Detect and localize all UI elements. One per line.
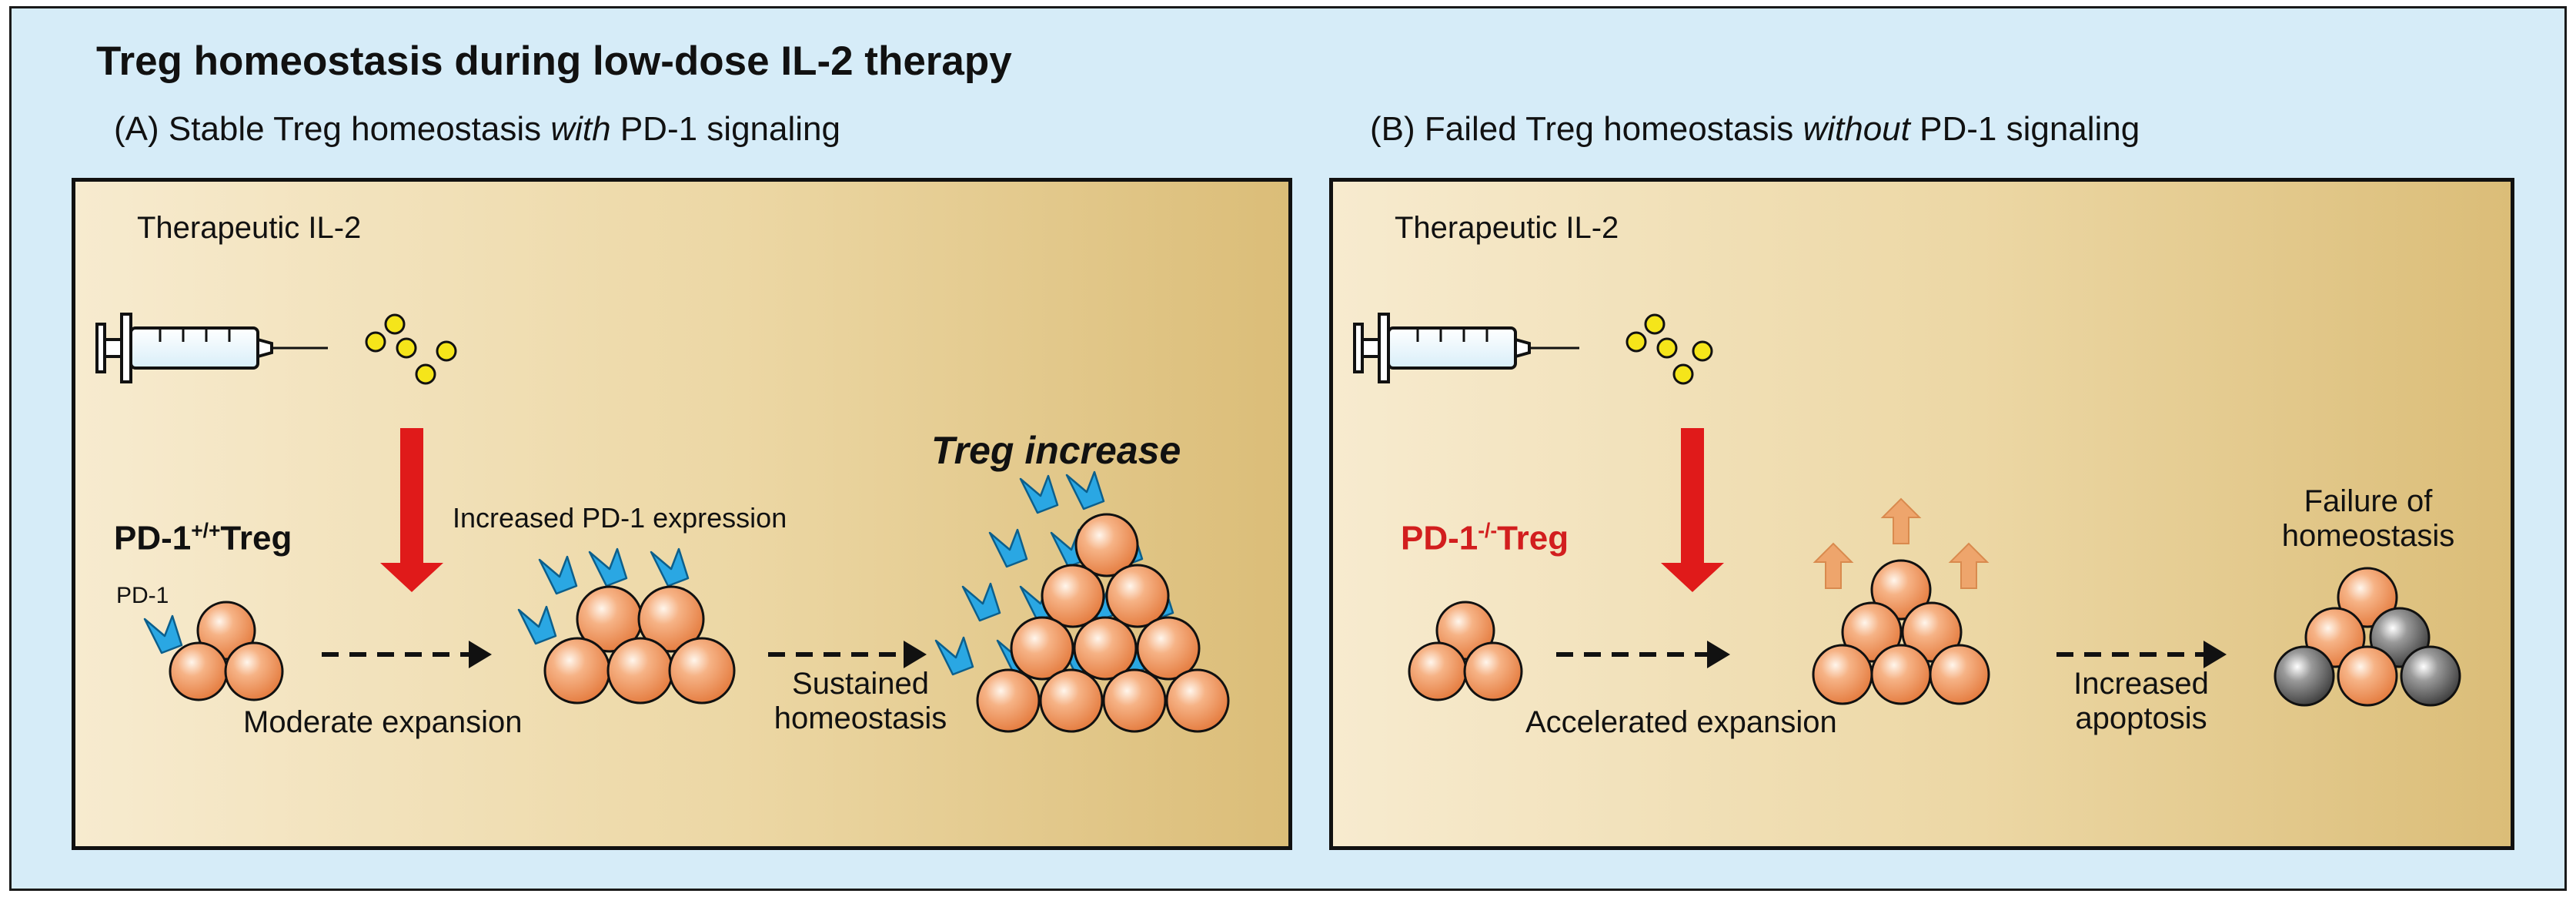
- treg-label-main: PD-1: [114, 519, 192, 557]
- il2-dots-icon: [365, 313, 457, 385]
- apoptosis-line1: Increased: [2073, 667, 2209, 701]
- treg-label-main: PD-1: [1401, 519, 1478, 557]
- pd1-expression-label: Increased PD-1 expression: [453, 502, 787, 534]
- treg-cluster: [1812, 559, 1990, 705]
- figure-title: Treg homeostasis during low-dose IL-2 th…: [96, 38, 1012, 84]
- outcome-label: Treg increase: [931, 429, 1181, 472]
- panel-a: PD-1: [72, 178, 1292, 850]
- panel-b-graphics: [1353, 313, 2461, 707]
- panel-b: Therapeutic IL-2 PD-1-/-Treg Accelerated…: [1329, 178, 2514, 850]
- treg-genotype-label: PD-1-/-Treg: [1401, 519, 1569, 558]
- treg-label-tail: Treg: [220, 519, 292, 557]
- expansion-label: Accelerated expansion: [1525, 705, 1837, 739]
- treg-cell-icon: [1408, 601, 1523, 701]
- treg-cell-icon: [143, 601, 284, 701]
- panel-a-title-prefix: (A) Stable Treg homeostasis: [114, 110, 551, 148]
- panel-a-graphics: PD-1: [95, 313, 1230, 733]
- apoptosis-line2: apoptosis: [2075, 701, 2207, 735]
- down-arrow-icon: [380, 428, 443, 592]
- figure: Treg homeostasis during low-dose IL-2 th…: [9, 6, 2567, 891]
- panel-a-title: (A) Stable Treg homeostasis with PD-1 si…: [114, 110, 840, 149]
- treg-cluster: [517, 547, 736, 705]
- il2-dots-icon: [1625, 313, 1713, 385]
- panel-b-title-prefix: (B) Failed Treg homeostasis: [1370, 110, 1803, 148]
- therapeutic-il2-label: Therapeutic IL-2: [137, 211, 362, 245]
- expansion-label: Moderate expansion: [243, 705, 523, 739]
- failure-line2: homeostasis: [2281, 519, 2455, 553]
- treg-label-sup: -/-: [1478, 519, 1498, 542]
- pd1-text: PD-1: [116, 583, 169, 608]
- panel-b-title: (B) Failed Treg homeostasis without PD-1…: [1370, 110, 2140, 149]
- apoptotic-cell-icon: [2274, 567, 2461, 707]
- failure-line1: Failure of: [2304, 484, 2433, 518]
- panel-b-title-suffix: PD-1 signaling: [1909, 110, 2140, 148]
- treg-label-sup: +/+: [191, 519, 221, 542]
- sustained-line2: homeostasis: [773, 701, 947, 735]
- sustained-line1: Sustained: [792, 667, 929, 701]
- syringe-icon: [95, 313, 328, 383]
- panel-b-title-emphasis: without: [1803, 110, 1910, 148]
- treg-label-tail: Treg: [1497, 519, 1569, 557]
- syringe-icon: [1353, 313, 1579, 383]
- down-arrow-icon: [1661, 428, 1724, 592]
- treg-pyramid: [934, 470, 1230, 733]
- panel-a-title-suffix: PD-1 signaling: [610, 110, 840, 148]
- treg-genotype-label: PD-1+/+Treg: [114, 519, 292, 558]
- panel-a-title-emphasis: with: [550, 110, 611, 148]
- therapeutic-il2-label: Therapeutic IL-2: [1395, 211, 1619, 245]
